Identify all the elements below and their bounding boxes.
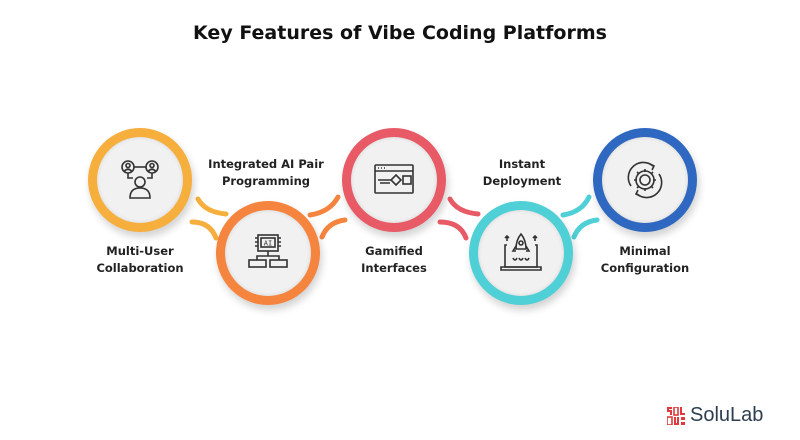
label-line: Programming <box>222 174 310 188</box>
solulab-logo-icon <box>667 406 685 425</box>
connector-1a <box>195 196 229 217</box>
brand-logo: SoluLab <box>667 404 763 427</box>
feature-node-gamified-interfaces <box>342 128 446 232</box>
connector-2a <box>307 194 341 218</box>
connector-2b <box>319 217 348 240</box>
feature-label-minimal-configuration: Minimal Configuration <box>575 243 715 277</box>
connector-4b <box>571 217 600 240</box>
ai-chip-icon: AI <box>248 234 288 268</box>
feature-label-instant-deployment: Instant Deployment <box>452 156 592 190</box>
label-line: Interfaces <box>361 261 427 275</box>
feature-label-collaboration: Multi-User Collaboration <box>70 243 210 277</box>
gear-cycle-icon <box>627 161 663 199</box>
collaboration-icon <box>121 160 159 199</box>
page-title: Key Features of Vibe Coding Platforms <box>193 22 607 44</box>
label-line: Deployment <box>482 174 562 188</box>
svg-text:AI: AI <box>264 240 272 248</box>
label-line: Gamified <box>365 244 423 258</box>
brand-name: SoluLab <box>690 404 764 426</box>
rocket-laptop-icon <box>500 232 542 271</box>
feature-label-gamified-interfaces: Gamified Interfaces <box>324 243 464 277</box>
label-line: Collaboration <box>96 261 184 275</box>
feature-label-ai-pair-programming: Integrated AI Pair Programming <box>196 156 336 190</box>
feature-node-ai-pair-programming: AI <box>216 201 320 305</box>
label-line: Multi-User <box>106 244 174 258</box>
label-line: Instant <box>498 157 546 171</box>
feature-node-minimal-configuration <box>593 128 697 232</box>
label-line: Configuration <box>600 261 690 275</box>
connector-3b <box>437 219 469 241</box>
feature-node-collaboration <box>88 128 192 232</box>
label-line: Integrated AI Pair <box>208 157 324 171</box>
connector-4a <box>560 194 592 218</box>
feature-node-instant-deployment <box>469 201 573 305</box>
game-window-icon <box>374 164 414 194</box>
connector-1b <box>189 219 219 241</box>
label-line: Minimal <box>619 244 671 258</box>
connector-3a <box>447 196 481 217</box>
